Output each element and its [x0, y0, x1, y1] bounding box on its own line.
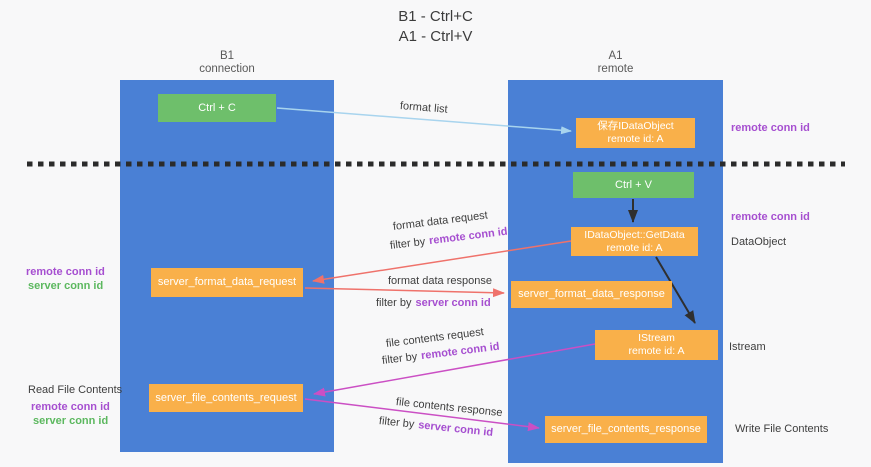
node-idataobject-getdata-line1: IDataObject::GetData [584, 228, 685, 241]
server-conn-id-key: server conn id [415, 297, 491, 309]
left-server-conn-id-2: server conn id [33, 415, 109, 427]
node-server-file-contents-request-label: server_file_contents_request [155, 391, 297, 404]
node-idataobject-getdata-line2: remote id: A [606, 241, 663, 254]
remote-conn-id-key: remote conn id [428, 225, 509, 248]
node-server-file-contents-request: server_file_contents_request [149, 384, 303, 412]
lifeline-a1-name: A1 [608, 50, 623, 62]
left-read-file-contents-label: Read File Contents [28, 384, 123, 396]
node-istream-line1: IStream [638, 332, 675, 344]
node-ctrl-v: Ctrl + V [573, 172, 694, 198]
node-idataobject-getdata: IDataObject::GetData remote id: A [571, 227, 698, 256]
node-server-format-data-response-label: server_format_data_response [518, 288, 665, 300]
lifeline-a1-subtitle: remote [597, 63, 634, 75]
label-format-data-response: format data response [388, 275, 492, 287]
node-server-format-data-request-label: server_format_data_request [157, 276, 297, 288]
right-istream-label: Istream [729, 341, 766, 353]
node-server-format-data-request: server_format_data_request [151, 268, 303, 297]
node-save-idataobject-line1: 保存IDataObject [597, 120, 674, 132]
node-istream-line2: remote id: A [628, 345, 685, 357]
node-istream: IStream remote id: A [595, 330, 718, 360]
filter-by-text: filter by [378, 415, 415, 431]
filter-by-text: filter by [376, 297, 412, 309]
node-server-file-contents-response-label: server_file_contents_response [551, 423, 701, 435]
lifeline-b1-subtitle: connection [199, 63, 255, 75]
lifeline-header-a1: A1 remote [508, 50, 723, 76]
node-ctrl-c: Ctrl + C [158, 94, 276, 122]
node-server-format-data-response: server_format_data_response [511, 281, 672, 308]
left-remote-conn-id-1: remote conn id [26, 266, 105, 278]
node-ctrl-c-label: Ctrl + C [198, 101, 236, 114]
left-server-conn-id-1: server conn id [28, 280, 104, 292]
right-remote-conn-id-2: remote conn id [731, 211, 810, 223]
lifeline-b1-name: B1 [219, 50, 235, 62]
label-file-contents-response: file contents response [395, 396, 504, 420]
title-line-2: A1 - Ctrl+V [398, 28, 473, 45]
filter-by-text: filter by [389, 235, 426, 252]
diagram-title: B1 - Ctrl+C A1 - Ctrl+V [0, 7, 871, 47]
lifeline-header-b1: B1 connection [120, 50, 334, 76]
format-data-response-arrow [304, 287, 505, 298]
server-conn-id-key: server conn id [417, 419, 494, 439]
title-line-1: B1 - Ctrl+C [398, 8, 473, 25]
node-save-idataobject: 保存IDataObject remote id: A [576, 118, 695, 148]
label-format-list: format list [399, 100, 449, 116]
filter-by-text: filter by [381, 350, 418, 367]
right-dataobject-label: DataObject [731, 236, 787, 248]
right-remote-conn-id-1: remote conn id [731, 122, 810, 134]
node-ctrl-v-label: Ctrl + V [615, 178, 652, 191]
left-remote-conn-id-2: remote conn id [31, 401, 110, 413]
right-write-file-contents-label: Write File Contents [735, 423, 829, 435]
node-server-file-contents-response: server_file_contents_response [545, 416, 707, 443]
node-save-idataobject-line2: remote id: A [607, 133, 664, 145]
